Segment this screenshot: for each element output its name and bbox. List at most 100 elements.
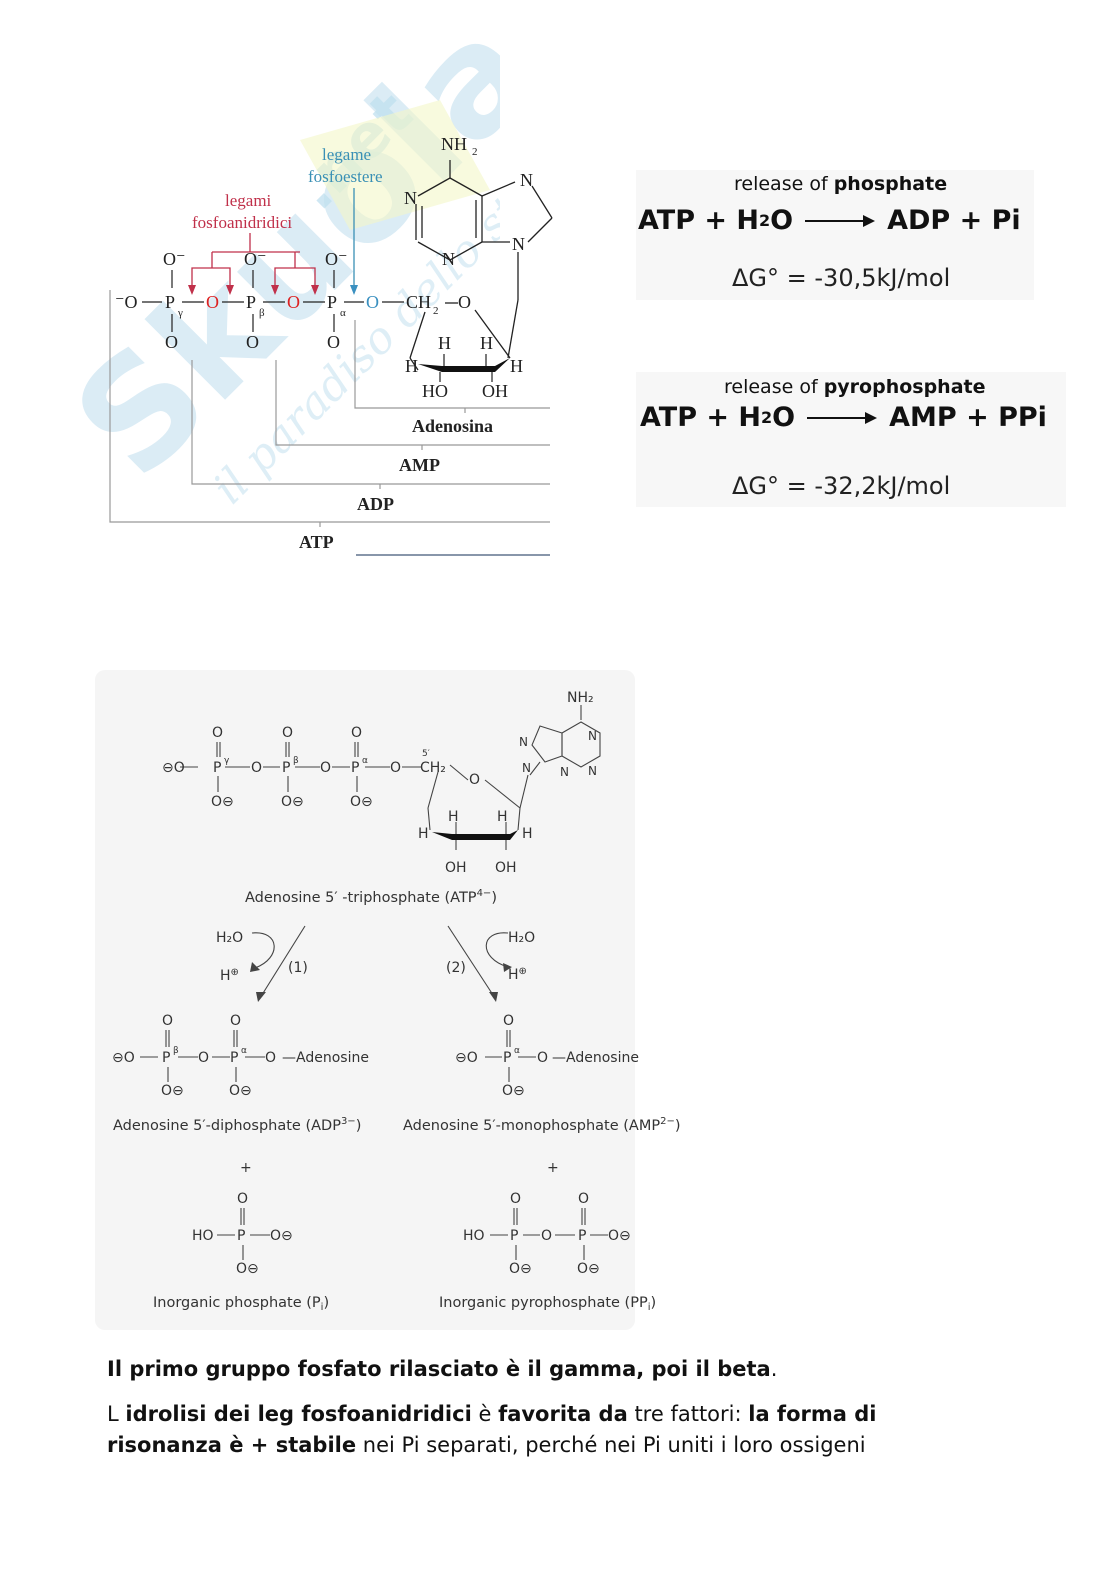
svg-text:O⊖: O⊖ bbox=[502, 1083, 525, 1099]
svg-text:O: O bbox=[198, 1050, 209, 1066]
svg-text:H: H bbox=[405, 356, 418, 376]
svg-text:O⊖: O⊖ bbox=[350, 794, 373, 810]
svg-text:OH: OH bbox=[445, 860, 467, 876]
svg-text:O: O bbox=[265, 1050, 276, 1066]
svg-text:P: P bbox=[578, 1228, 586, 1244]
svg-text:P: P bbox=[237, 1228, 245, 1244]
svg-text:β: β bbox=[259, 307, 265, 319]
svg-text:O⊖: O⊖ bbox=[509, 1261, 532, 1277]
svg-text:P: P bbox=[503, 1050, 511, 1066]
svg-text:O⊖: O⊖ bbox=[270, 1228, 293, 1244]
svg-text:H: H bbox=[448, 809, 459, 825]
svg-text:O⊖: O⊖ bbox=[608, 1228, 631, 1244]
svg-text:O: O bbox=[251, 760, 262, 776]
step-1-label: (1) bbox=[288, 960, 308, 976]
svg-text:P: P bbox=[510, 1228, 518, 1244]
svg-text:γ: γ bbox=[224, 756, 230, 766]
svg-text:OH: OH bbox=[495, 860, 517, 876]
svg-text:HO: HO bbox=[422, 381, 448, 401]
svg-text:O⊖: O⊖ bbox=[577, 1261, 600, 1277]
svg-text:P: P bbox=[246, 292, 256, 312]
svg-text:HO: HO bbox=[463, 1228, 485, 1244]
delta-g-pyrophosphate: ΔG° = -32,2kJ/mol bbox=[732, 472, 951, 500]
plus-sign-1: + bbox=[240, 1160, 252, 1176]
svg-text:P: P bbox=[162, 1050, 170, 1066]
svg-text:2: 2 bbox=[472, 146, 478, 158]
svg-text:H⊕: H⊕ bbox=[508, 966, 527, 983]
svg-text:⁻O: ⁻O bbox=[115, 292, 138, 312]
svg-text:O⊖: O⊖ bbox=[281, 794, 304, 810]
phosphoester-label-1: legame bbox=[322, 145, 371, 164]
svg-text:O: O bbox=[327, 332, 340, 352]
svg-text:H: H bbox=[522, 826, 533, 842]
atp-structure-figure: legami fosfoanidridici legame fosfoester… bbox=[109, 134, 553, 556]
molecule-brackets bbox=[109, 290, 550, 527]
svg-text:O: O bbox=[366, 292, 379, 312]
svg-text:O: O bbox=[390, 760, 401, 776]
equation-pyrophosphate-caption: release of pyrophosphate bbox=[724, 376, 986, 398]
equation-phosphate-panel bbox=[636, 170, 1034, 300]
phosphoanhydride-connectors bbox=[191, 233, 316, 290]
svg-text:N: N bbox=[560, 765, 569, 779]
svg-text:O: O bbox=[578, 1191, 589, 1207]
svg-text:HO: HO bbox=[192, 1228, 214, 1244]
svg-text:O: O bbox=[458, 292, 471, 312]
svg-text:N: N bbox=[512, 234, 525, 254]
adenosina-label: Adenosina bbox=[412, 416, 493, 436]
svg-text:O: O bbox=[320, 760, 331, 776]
svg-text:CH: CH bbox=[406, 292, 431, 312]
equation-pyrophosphate-panel bbox=[636, 372, 1066, 507]
svg-text:P: P bbox=[351, 760, 359, 776]
svg-text:O: O bbox=[469, 772, 480, 788]
svg-text:NH₂: NH₂ bbox=[567, 690, 594, 706]
adp-caption: Adenosine 5′-diphosphate (ADP3−) bbox=[113, 1116, 361, 1134]
svg-text:O⁻: O⁻ bbox=[163, 249, 186, 269]
svg-text:O⊖: O⊖ bbox=[161, 1083, 184, 1099]
svg-text:H⊕: H⊕ bbox=[220, 967, 239, 984]
svg-text:α: α bbox=[514, 1046, 520, 1056]
atp-label: ATP bbox=[299, 532, 334, 552]
svg-text:2: 2 bbox=[433, 305, 439, 317]
svg-text:N: N bbox=[520, 170, 533, 190]
svg-text:O⁻: O⁻ bbox=[244, 249, 267, 269]
svg-text:O: O bbox=[541, 1228, 552, 1244]
svg-text:O: O bbox=[165, 332, 178, 352]
water-label-2: H₂O bbox=[508, 930, 535, 946]
svg-text:O: O bbox=[162, 1013, 173, 1029]
svg-text:O⊖: O⊖ bbox=[229, 1083, 252, 1099]
phosphoanhydride-label-2: fosfoanidridici bbox=[192, 213, 292, 232]
equation-phosphate-caption: release of phosphate bbox=[734, 173, 948, 195]
svg-text:O: O bbox=[230, 1013, 241, 1029]
plus-sign-2: + bbox=[547, 1160, 559, 1176]
svg-text:γ: γ bbox=[177, 307, 183, 319]
svg-text:O: O bbox=[351, 725, 362, 741]
hydrolysis-figure-background bbox=[95, 670, 635, 1330]
svg-text:O⊖: O⊖ bbox=[236, 1261, 259, 1277]
svg-text:P: P bbox=[213, 760, 221, 776]
svg-text:N: N bbox=[404, 188, 417, 208]
svg-text:5′: 5′ bbox=[422, 749, 430, 759]
phosphoanhydride-arrowheads bbox=[188, 285, 319, 295]
reaction-arrow-icon bbox=[807, 411, 878, 425]
svg-text:O: O bbox=[246, 332, 259, 352]
svg-text:O: O bbox=[212, 725, 223, 741]
svg-text:O⊖: O⊖ bbox=[211, 794, 234, 810]
phosphoester-label-2: fosfoestere bbox=[308, 167, 383, 186]
paragraph-2: L idrolisi dei leg fosfoanidridici è fav… bbox=[107, 1402, 877, 1457]
svg-text:N: N bbox=[588, 764, 597, 778]
step-2-label: (2) bbox=[446, 960, 466, 976]
svg-text:α: α bbox=[340, 307, 346, 319]
svg-text:β: β bbox=[293, 756, 299, 766]
delta-g-phosphate: ΔG° = -30,5kJ/mol bbox=[732, 264, 951, 292]
svg-text:⊖O: ⊖O bbox=[162, 760, 185, 776]
svg-text:N: N bbox=[522, 761, 531, 775]
svg-text:N: N bbox=[442, 249, 455, 269]
svg-text:⊖O: ⊖O bbox=[112, 1050, 135, 1066]
amp-label: AMP bbox=[399, 455, 440, 475]
svg-text:OH: OH bbox=[482, 381, 508, 401]
adenosine-label-adp: —Adenosine bbox=[282, 1050, 369, 1066]
svg-text:H: H bbox=[438, 333, 451, 353]
svg-text:H: H bbox=[497, 809, 508, 825]
